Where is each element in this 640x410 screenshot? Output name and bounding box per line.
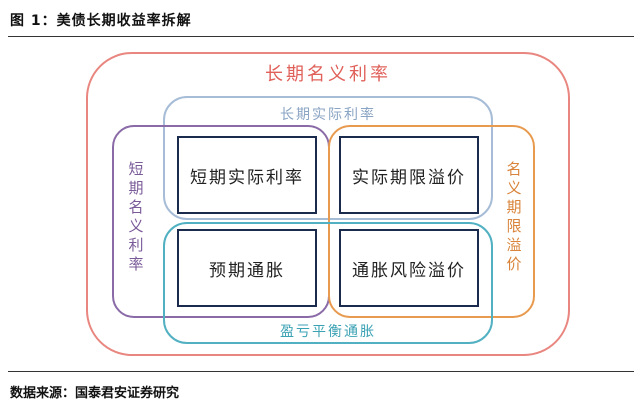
breakeven-inflation-region xyxy=(163,222,493,344)
inflation-risk-premium-cell: 通胀风险溢价 xyxy=(339,229,479,307)
breakeven-inflation-label: 盈亏平衡通胀 xyxy=(280,324,376,340)
real-term-premium-cell: 实际期限溢价 xyxy=(339,136,479,214)
nominal-term-premium-label: 名义期限溢价 xyxy=(506,160,522,273)
source-note: 数据来源：国泰君安证券研究 xyxy=(10,386,180,401)
top-rule xyxy=(8,36,634,37)
short-real-rate-cell: 短期实际利率 xyxy=(177,136,317,214)
short-nominal-rate-label: 短期名义利率 xyxy=(128,160,144,273)
nominal-term-premium-region xyxy=(328,125,535,318)
bottom-rule xyxy=(8,371,634,372)
long-nominal-rate-region xyxy=(86,52,570,356)
long-real-rate-label: 长期实际利率 xyxy=(280,107,376,123)
figure-title: 图 1：美债长期收益率拆解 xyxy=(10,13,192,29)
expected-inflation-cell: 预期通胀 xyxy=(177,229,317,307)
long-nominal-rate-label: 长期名义利率 xyxy=(265,64,391,85)
